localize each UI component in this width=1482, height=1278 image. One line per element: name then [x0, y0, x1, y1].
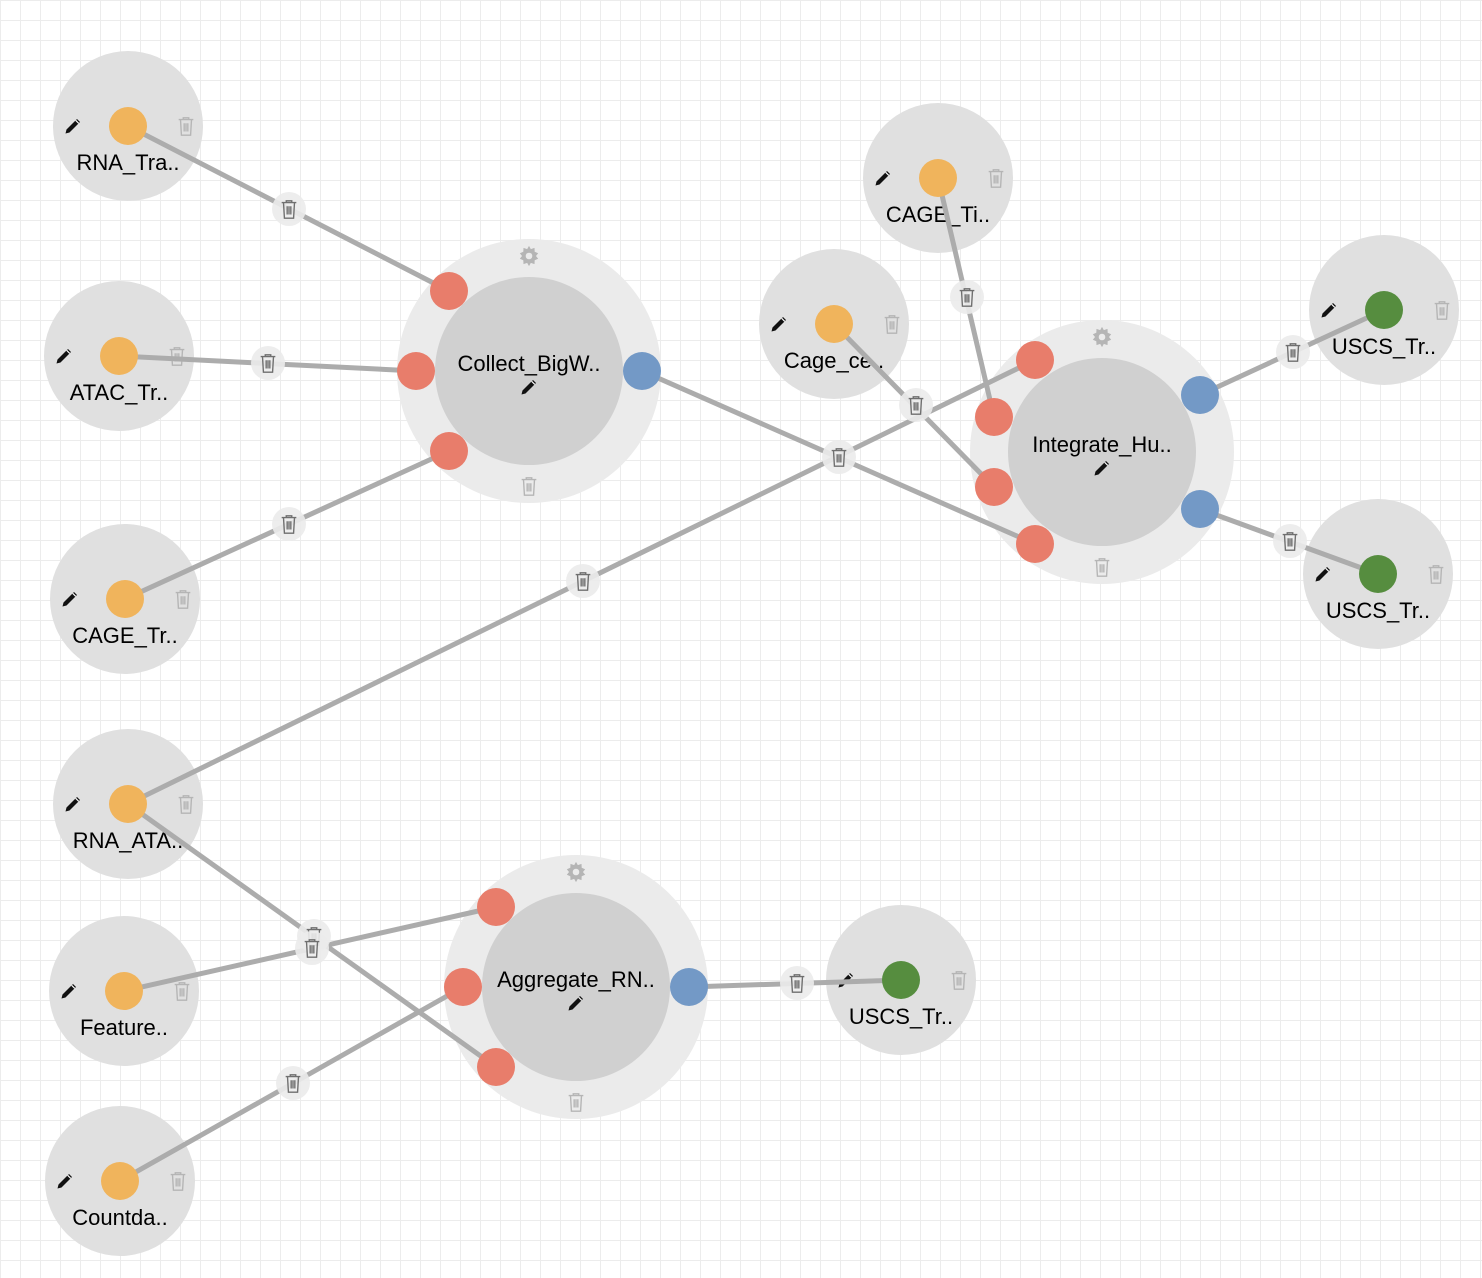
data-node-port[interactable] — [1359, 555, 1397, 593]
process-node-label: Aggregate_RN.. — [497, 967, 655, 992]
data-node-label: USCS_Tr.. — [1332, 334, 1436, 359]
data-node-label: USCS_Tr.. — [849, 1004, 953, 1029]
data-node-port[interactable] — [106, 580, 144, 618]
input-port[interactable] — [477, 1048, 515, 1086]
data-node-port[interactable] — [815, 305, 853, 343]
process-node-collect[interactable]: Collect_BigW.. — [397, 239, 661, 503]
process-node-integrate[interactable]: Integrate_Hu.. — [970, 320, 1234, 584]
data-node-label: ATAC_Tr.. — [70, 380, 169, 405]
process-node-label: Collect_BigW.. — [457, 351, 600, 376]
input-port[interactable] — [430, 432, 468, 470]
input-port[interactable] — [430, 272, 468, 310]
data-node-label: USCS_Tr.. — [1326, 598, 1430, 623]
input-port[interactable] — [477, 888, 515, 926]
output-port[interactable] — [1181, 376, 1219, 414]
process-node-body[interactable] — [435, 277, 623, 465]
process-node-body[interactable] — [1008, 358, 1196, 546]
output-port[interactable] — [623, 352, 661, 390]
edge-delete-button[interactable] — [566, 564, 600, 598]
edge-delete-button[interactable] — [1276, 335, 1310, 369]
data-node-label: RNA_Tra.. — [76, 150, 179, 175]
input-port[interactable] — [397, 352, 435, 390]
data-node-port[interactable] — [109, 107, 147, 145]
input-port[interactable] — [1016, 525, 1054, 563]
data-node-port[interactable] — [882, 961, 920, 999]
edge-delete-button[interactable] — [295, 931, 329, 965]
edge-delete-button[interactable] — [780, 966, 814, 1000]
edge-delete-button[interactable] — [272, 507, 306, 541]
process-node-aggregate[interactable]: Aggregate_RN.. — [444, 855, 708, 1119]
edge-delete-button[interactable] — [1273, 524, 1307, 558]
edge-delete-button[interactable] — [822, 440, 856, 474]
process-node-label: Integrate_Hu.. — [1032, 432, 1171, 457]
data-node-port[interactable] — [100, 337, 138, 375]
edge-delete-button[interactable] — [251, 346, 285, 380]
data-node-port[interactable] — [101, 1162, 139, 1200]
edge-delete-button[interactable] — [276, 1066, 310, 1100]
output-port[interactable] — [1181, 490, 1219, 528]
data-node-port[interactable] — [919, 159, 957, 197]
edge-delete-button[interactable] — [899, 388, 933, 422]
data-node-label: Feature.. — [80, 1015, 168, 1040]
input-port[interactable] — [975, 398, 1013, 436]
input-port[interactable] — [1016, 341, 1054, 379]
data-node-label: CAGE_Ti.. — [886, 202, 990, 227]
data-node-port[interactable] — [105, 972, 143, 1010]
data-node-port[interactable] — [1365, 291, 1403, 329]
data-node-port[interactable] — [109, 785, 147, 823]
output-port[interactable] — [670, 968, 708, 1006]
edge-delete-button[interactable] — [272, 192, 306, 226]
data-node-label: CAGE_Tr.. — [72, 623, 178, 648]
process-node-body[interactable] — [482, 893, 670, 1081]
edge-delete-button[interactable] — [950, 280, 984, 314]
input-port[interactable] — [444, 968, 482, 1006]
input-port[interactable] — [975, 468, 1013, 506]
data-node-label: Countda.. — [72, 1205, 167, 1230]
